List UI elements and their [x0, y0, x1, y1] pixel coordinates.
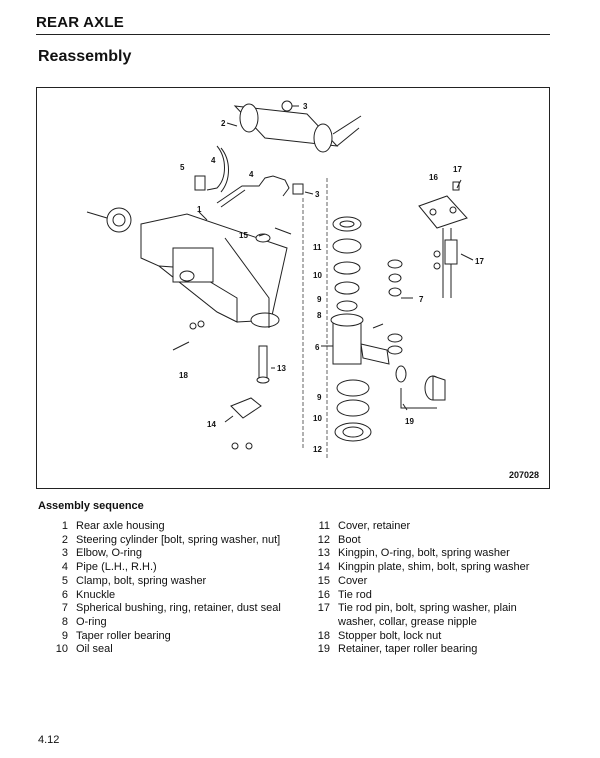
- pipe-part: [206, 145, 290, 208]
- leader-lines: [198, 105, 474, 423]
- tie-rod-part: [418, 195, 468, 298]
- callout-3b: 3: [315, 190, 320, 199]
- callout-12: 12: [313, 445, 322, 454]
- cover-part: [255, 233, 271, 243]
- callout-4b: 4: [249, 170, 254, 179]
- figure-code: 207028: [508, 470, 539, 480]
- section-header: REAR AXLE: [36, 14, 550, 35]
- callout-17a: 17: [453, 165, 462, 174]
- callout-14: 14: [207, 420, 216, 429]
- callout-10a: 10: [313, 271, 322, 280]
- callout-19: 19: [405, 417, 414, 426]
- callout-9b: 9: [317, 393, 322, 402]
- callout-2: 2: [221, 119, 226, 128]
- callout-4a: 4: [211, 156, 216, 165]
- callout-13: 13: [277, 364, 286, 373]
- sequence-heading: Assembly sequence: [38, 500, 144, 512]
- page-number: 4.12: [38, 734, 60, 746]
- clamp-part: [194, 175, 206, 191]
- retainer-part: [395, 365, 446, 409]
- callout-16: 16: [429, 173, 438, 182]
- steering-cylinder-part: [233, 100, 360, 153]
- callout-6: 6: [315, 343, 320, 352]
- callout-10b: 10: [313, 414, 322, 423]
- bushing-stack-part: [387, 259, 403, 355]
- housing-end-part: [86, 207, 132, 233]
- exploded-diagram: 1 2 3 3 4 4 5 6 7 8 9 9 10 10 11 12 13 1…: [36, 87, 550, 489]
- callout-17b: 17: [475, 257, 484, 266]
- callout-9a: 9: [317, 295, 322, 304]
- callout-5: 5: [180, 163, 185, 172]
- callout-15: 15: [239, 231, 248, 240]
- callout-3a: 3: [303, 102, 308, 111]
- page-title: Reassembly: [38, 48, 132, 65]
- elbow-part: [292, 183, 304, 195]
- callout-11: 11: [313, 243, 322, 252]
- axle-housing-part: [140, 213, 288, 328]
- callout-18: 18: [179, 371, 188, 380]
- kingpin-plate-part: [230, 397, 262, 419]
- callout-1: 1: [197, 205, 202, 214]
- diagram-drawing: 1 2 3 3 4 4 5 6 7 8 9 9 10 10 11 12 13 1…: [86, 100, 484, 458]
- callout-7: 7: [419, 295, 424, 304]
- kingpin-part: [258, 345, 268, 379]
- tie-rod-pin-part: [444, 239, 458, 265]
- callout-8: 8: [317, 311, 322, 320]
- bearing-stack-part: [332, 216, 372, 442]
- knuckle-part: [330, 313, 390, 365]
